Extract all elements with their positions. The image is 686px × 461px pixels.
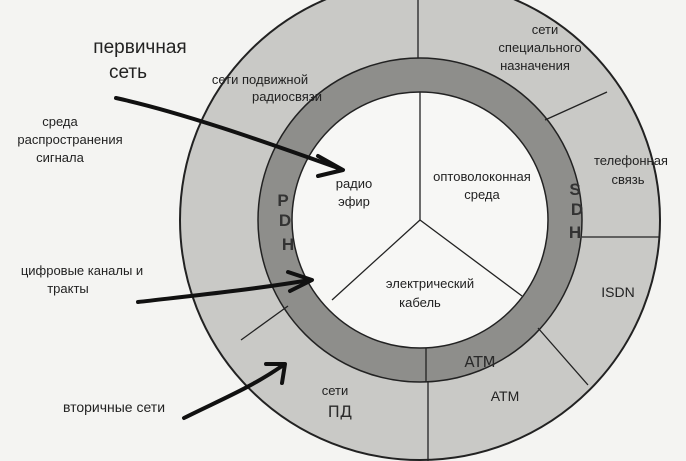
sector-radio-line2: эфир — [338, 194, 370, 209]
sector-cable-line1: электрический — [386, 276, 474, 291]
middle-atm-label: ATM — [464, 353, 495, 371]
label-medium-line3: сигнала — [36, 150, 84, 165]
sector-radio-line1: радио — [336, 176, 373, 191]
label-primary-line2: сеть — [109, 62, 147, 83]
outer-pd-line2: ПД — [328, 402, 353, 421]
arrow-to-channels-head — [286, 270, 314, 293]
outer-isdn-label: ISDN — [601, 284, 634, 300]
label-channels-line1: цифровые каналы и — [21, 263, 143, 278]
outer-special-line3: назначения — [500, 58, 570, 73]
arrow-to-secondary-head — [264, 362, 287, 385]
outer-phone-line1: телефонная — [594, 153, 668, 168]
inner-divider-right — [419, 219, 523, 297]
arrow-to-channels — [136, 278, 312, 304]
outer-divider-isdn — [537, 327, 589, 386]
outer-phone-line2: связь — [611, 172, 644, 187]
outer-special-line1: сети — [532, 22, 559, 37]
outer-mobile-line2: радиосвязи — [252, 89, 322, 104]
arrow-to-radio — [114, 96, 340, 170]
label-primary-line1: первичная — [93, 37, 186, 58]
outer-mobile-line1: сети подвижной — [212, 72, 308, 87]
sdh-letter-s: S — [569, 180, 580, 199]
sector-fiber-line1: оптоволоконная — [433, 169, 531, 184]
sdh-letter-d: D — [571, 200, 583, 219]
label-medium-line2: распространения — [17, 132, 122, 147]
arrow-to-radio-head — [316, 154, 345, 178]
label-channels-line2: тракты — [47, 281, 89, 296]
outer-divider-pd — [240, 305, 289, 341]
pdh-letter-d: D — [279, 211, 291, 230]
outer-divider-special — [544, 91, 608, 121]
pdh-letter-h: H — [282, 235, 294, 254]
outer-pd-line1: сети — [322, 383, 349, 398]
sdh-letter-h: H — [569, 223, 581, 242]
outer-special-line2: специального — [498, 40, 581, 55]
label-medium-line1: среда — [42, 114, 78, 129]
inner-divider-left — [331, 219, 421, 301]
label-secondary: вторичные сети — [63, 399, 165, 415]
sector-cable-line2: кабель — [399, 295, 441, 310]
pdh-letter-p: P — [277, 191, 288, 210]
outer-atm-label: ATM — [491, 388, 520, 404]
arrow-to-secondary — [182, 364, 284, 420]
sector-fiber-line2: среда — [464, 187, 500, 202]
